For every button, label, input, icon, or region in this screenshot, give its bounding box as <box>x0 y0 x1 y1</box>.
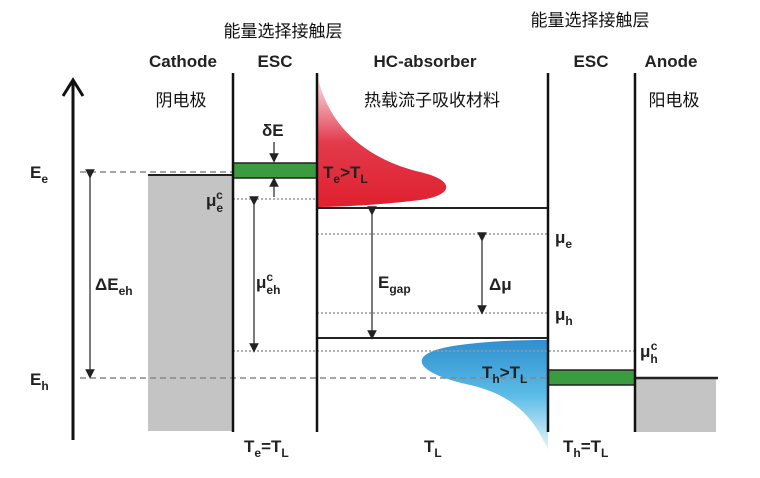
delta-eeh-label: ΔEeh <box>95 275 133 298</box>
cathode-label: Cathode <box>149 52 217 71</box>
cathode-cn-label: 阴电极 <box>156 91 207 111</box>
cathode-region <box>148 175 233 431</box>
delta-mu-label: Δμ <box>489 275 512 294</box>
hc-absorber-label: HC-absorber <box>374 52 477 71</box>
esc-right-band <box>547 369 636 386</box>
eh-label: Eh <box>30 370 49 393</box>
tl-label: TL <box>424 437 442 460</box>
esc-left-band <box>232 162 318 179</box>
mu-eh-c-label: μehc <box>256 270 280 297</box>
th-gt-tl-label: Th>TL <box>482 363 527 386</box>
esc-right-label: ESC <box>574 52 609 71</box>
hc-absorber-cn-label: 热载流子吸收材料 <box>364 91 500 111</box>
ee-label: Ee <box>30 163 48 186</box>
anode-cn-label: 阳电极 <box>649 91 700 111</box>
anode-label: Anode <box>645 52 698 71</box>
mu-e-c-label: μec <box>206 188 223 215</box>
hot-hole-distribution <box>421 340 548 450</box>
mu-h-c-label: μhc <box>640 339 658 366</box>
esc-left-label: ESC <box>258 52 293 71</box>
te-gt-tl-label: Te>TL <box>323 163 368 186</box>
mu-h-label: μh <box>555 305 573 328</box>
hot-electron-distribution <box>318 78 447 207</box>
egap-label: Egap <box>378 273 411 296</box>
th-eq-tl-label: Th=TL <box>563 437 608 460</box>
energy-axis-arrowhead <box>61 77 85 97</box>
esc-left-cn-title: 能量选择接触层 <box>224 22 343 42</box>
esc-right-cn-title: 能量选择接触层 <box>531 11 650 31</box>
anode-region <box>635 378 716 432</box>
mu-e-label: μe <box>555 228 572 251</box>
delta-e-label: δE <box>262 121 284 140</box>
te-eq-tl-label: Te=TL <box>244 437 289 460</box>
